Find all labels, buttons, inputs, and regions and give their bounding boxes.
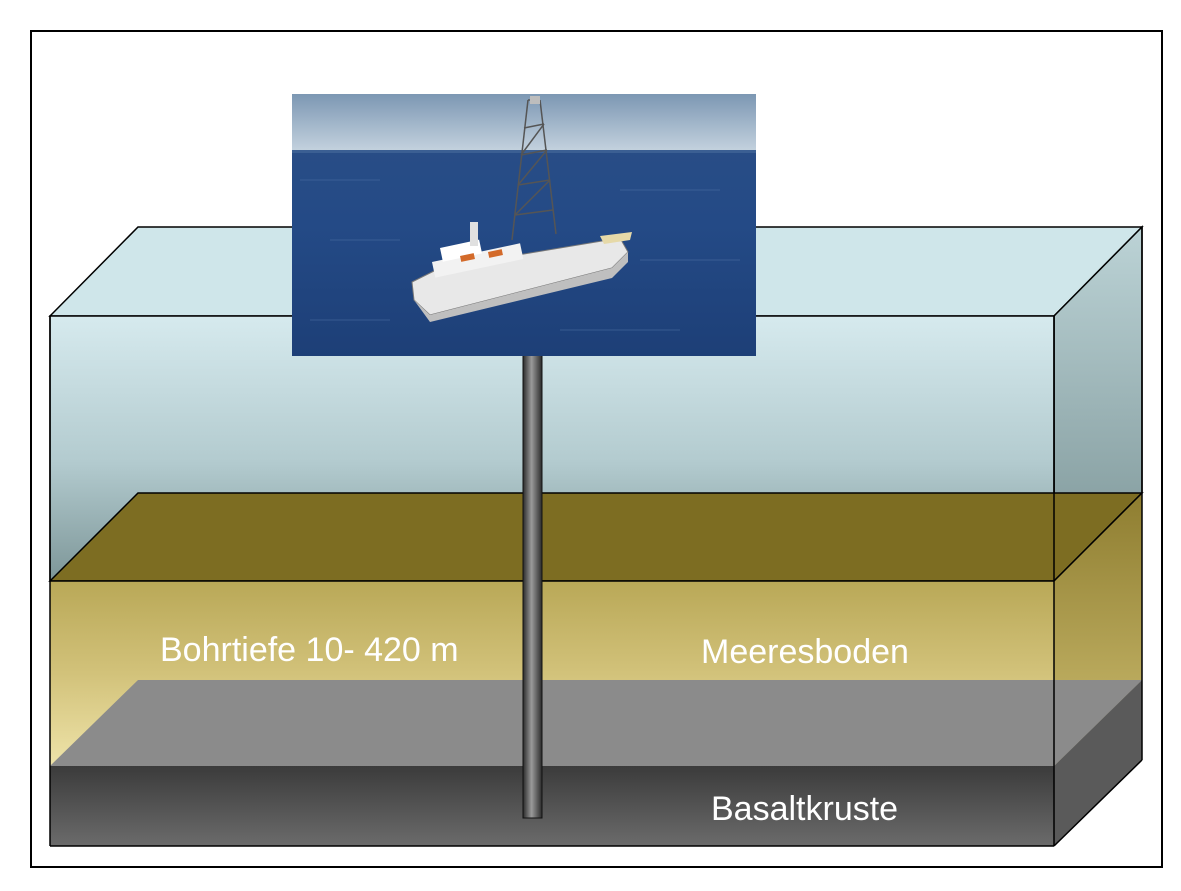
basalt-side-face — [1054, 680, 1142, 846]
ship-icon — [411, 96, 632, 322]
basalt-layer — [50, 680, 1142, 846]
drill-depth-label: Bohrtiefe 10- 420 m — [160, 631, 459, 669]
sediment-top-face — [48, 492, 1144, 582]
basalt-top-face — [50, 680, 1142, 766]
basalt-crust-label: Basaltkruste — [711, 790, 898, 828]
drilling-ship-photo — [292, 94, 756, 356]
basalt-front-face — [50, 766, 1054, 846]
seafloor-label: Meeresboden — [701, 633, 909, 671]
block-outline — [49, 227, 1143, 847]
drill-pipe — [522, 352, 543, 819]
ocean-ripples — [300, 179, 740, 331]
